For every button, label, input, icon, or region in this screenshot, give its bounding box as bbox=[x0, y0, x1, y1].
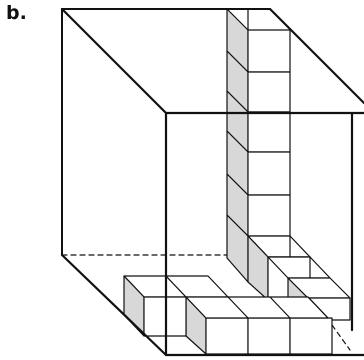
panel-label: b. bbox=[6, 2, 27, 24]
box-hidden-edges bbox=[61, 254, 351, 351]
cube-column bbox=[226, 8, 291, 283]
column-side-faces bbox=[226, 8, 249, 283]
box-front-frame bbox=[60, 7, 364, 357]
column-front-faces bbox=[247, 29, 291, 237]
cube-bottom-row bbox=[123, 275, 333, 355]
